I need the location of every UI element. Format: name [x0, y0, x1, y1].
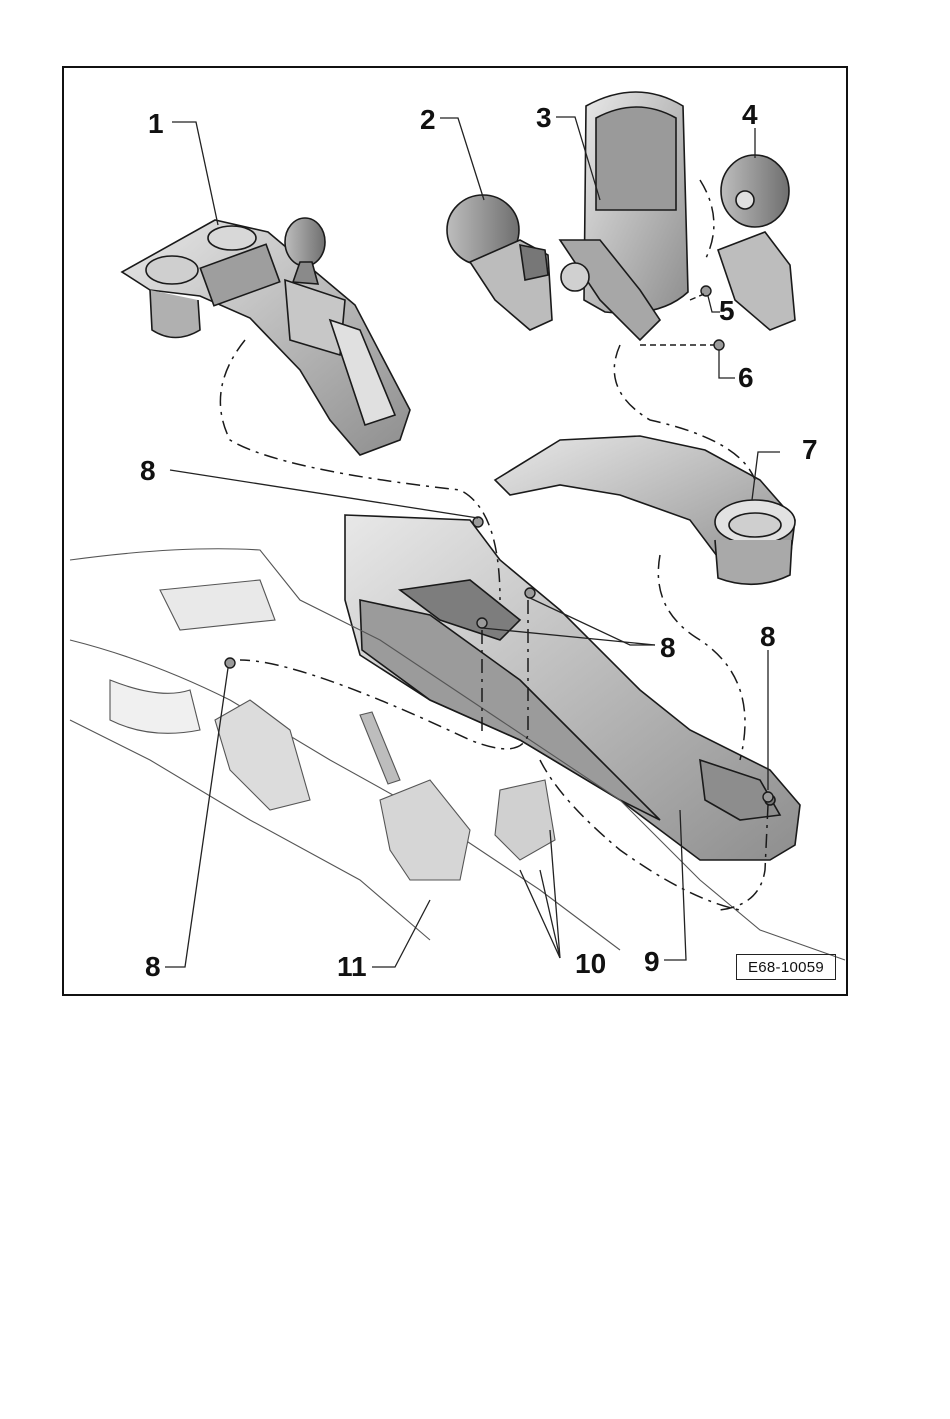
callout-8-right: 8 — [760, 623, 776, 651]
callout-1: 1 — [148, 110, 164, 138]
part-2-armrest-lid — [447, 195, 552, 330]
callout-8-top: 8 — [140, 457, 156, 485]
callout-9: 9 — [644, 948, 660, 976]
callout-6: 6 — [738, 364, 754, 392]
figure-code-label: E68-10059 — [736, 954, 836, 980]
callout-5: 5 — [719, 297, 735, 325]
callout-8-middle: 8 — [660, 634, 676, 662]
callout-11: 11 — [337, 953, 367, 981]
part-1-front-trim — [122, 218, 410, 455]
callout-4: 4 — [742, 101, 758, 129]
callout-7: 7 — [802, 436, 818, 464]
callout-3: 3 — [536, 104, 552, 132]
part-7-rear-trim — [495, 436, 795, 584]
callout-10: 10 — [575, 950, 606, 978]
callout-8-bottom-left: 8 — [145, 953, 161, 981]
callout-2: 2 — [420, 106, 436, 134]
